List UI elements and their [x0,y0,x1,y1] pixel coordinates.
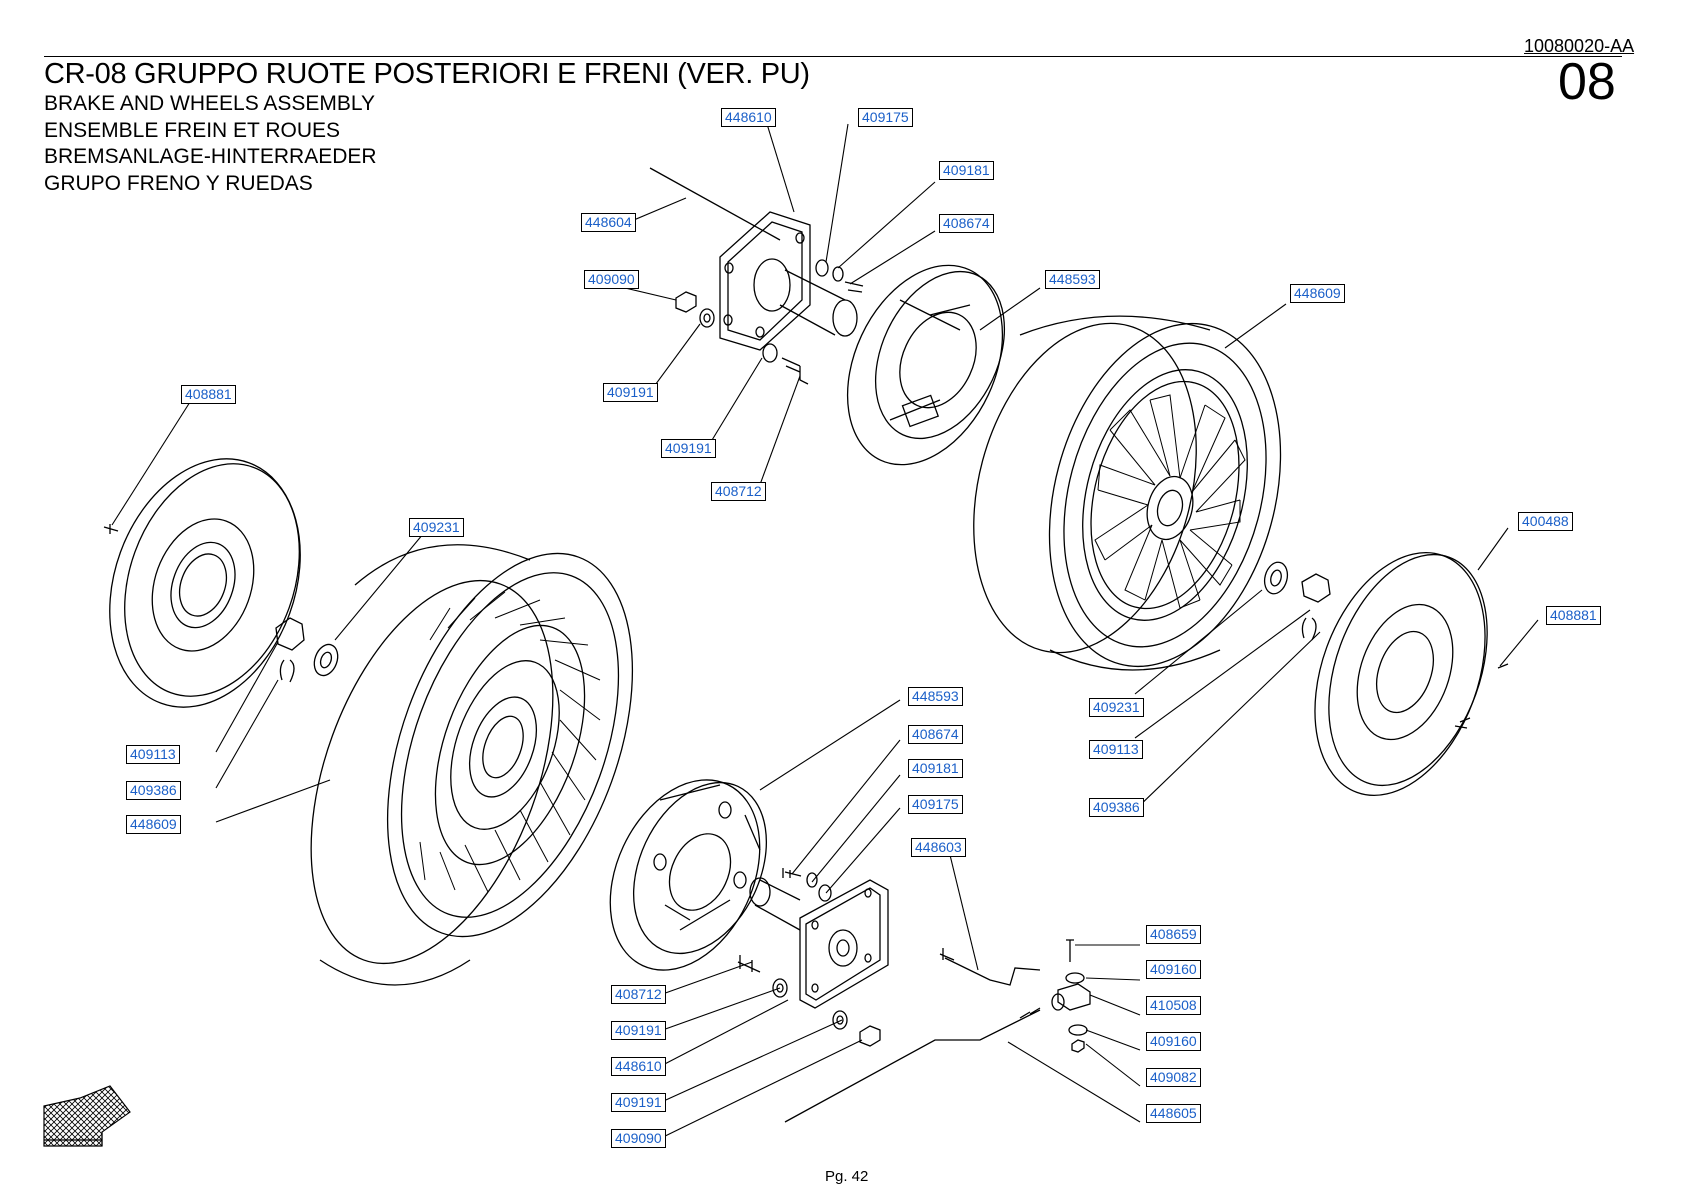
tee-union [1057,983,1091,1011]
part-label-409231-right[interactable]: 409231 [1089,698,1144,717]
part-label-448603[interactable]: 448603 [911,838,966,857]
right-wheel [973,315,1282,671]
part-label-448609-right[interactable]: 448609 [1290,284,1345,303]
part-label-409113-left[interactable]: 409113 [126,745,180,764]
part-label-408712-top[interactable]: 408712 [711,482,766,501]
part-label-448609-left[interactable]: 448609 [126,815,181,834]
part-label-409191-bottom-b[interactable]: 409191 [611,1093,666,1112]
part-label-408674-top[interactable]: 408674 [939,214,994,233]
right-hub-cap [1314,551,1509,797]
part-label-409386-left[interactable]: 409386 [126,781,181,800]
part-label-408712-bottom[interactable]: 408712 [611,985,666,1004]
brake-pipe [784,1007,1041,1123]
part-label-409175-bottom[interactable]: 409175 [908,795,963,814]
top-brake-drum [846,264,1006,466]
subtitle-spanish: GRUPO FRENO Y RUEDAS [44,172,313,195]
page-title: CR-08 GRUPPO RUOTE POSTERIORI E FRENI (V… [44,58,810,90]
top-spindle-plate [649,167,858,351]
part-label-408881-left[interactable]: 408881 [181,385,236,404]
part-label-409181-bottom[interactable]: 409181 [908,759,963,778]
part-label-448610-bottom[interactable]: 448610 [611,1057,666,1076]
left-wheel [310,544,634,986]
part-label-408674-bottom[interactable]: 408674 [908,725,963,744]
part-label-408659[interactable]: 408659 [1146,925,1201,944]
page-footer: Pg. 42 [825,1168,869,1185]
document-code: 10080020-AA [1524,36,1635,56]
left-hub-cap [103,458,301,708]
left-washer [313,643,339,677]
part-label-448593-top[interactable]: 448593 [1045,270,1100,289]
part-label-410508[interactable]: 410508 [1146,996,1201,1015]
part-label-409113-right[interactable]: 409113 [1089,740,1143,759]
part-label-400488[interactable]: 400488 [1518,512,1573,531]
brake-hose [944,957,1041,986]
subtitle-english: BRAKE AND WHEELS ASSEMBLY [44,92,376,115]
part-label-409175-top[interactable]: 409175 [858,108,913,127]
part-label-408881-right[interactable]: 408881 [1546,606,1601,625]
banjo-bolt [1066,939,1074,962]
part-label-409191-bottom-a[interactable]: 409191 [611,1021,666,1040]
part-label-409191-top-b[interactable]: 409191 [661,439,716,458]
section-number: 08 [1558,53,1616,111]
left-castle-nut [275,617,305,651]
bottom-spindle-plate [749,877,889,1009]
part-label-448593-bottom[interactable]: 448593 [908,687,963,706]
part-label-409181-top[interactable]: 409181 [939,161,994,180]
part-label-409082[interactable]: 409082 [1146,1068,1201,1087]
part-label-409231-left[interactable]: 409231 [409,518,464,537]
subtitle-french: ENSEMBLE FREIN ET ROUES [44,119,341,142]
part-label-409191-top-a[interactable]: 409191 [603,383,658,402]
part-label-409386-right[interactable]: 409386 [1089,798,1144,817]
part-label-409090-bottom[interactable]: 409090 [611,1129,666,1148]
part-label-409160-b[interactable]: 409160 [1146,1032,1201,1051]
part-label-448610-top[interactable]: 448610 [721,108,776,127]
header-rule [44,56,1622,57]
subtitle-german: BREMSANLAGE-HINTERRAEDER [44,145,377,168]
part-label-409160-a[interactable]: 409160 [1146,960,1201,979]
part-label-448604[interactable]: 448604 [581,213,636,232]
bottom-brake-drum [609,779,768,971]
orientation-arrow-icon [43,1085,131,1147]
part-label-448605[interactable]: 448605 [1146,1104,1201,1123]
part-label-409090-top[interactable]: 409090 [584,270,639,289]
